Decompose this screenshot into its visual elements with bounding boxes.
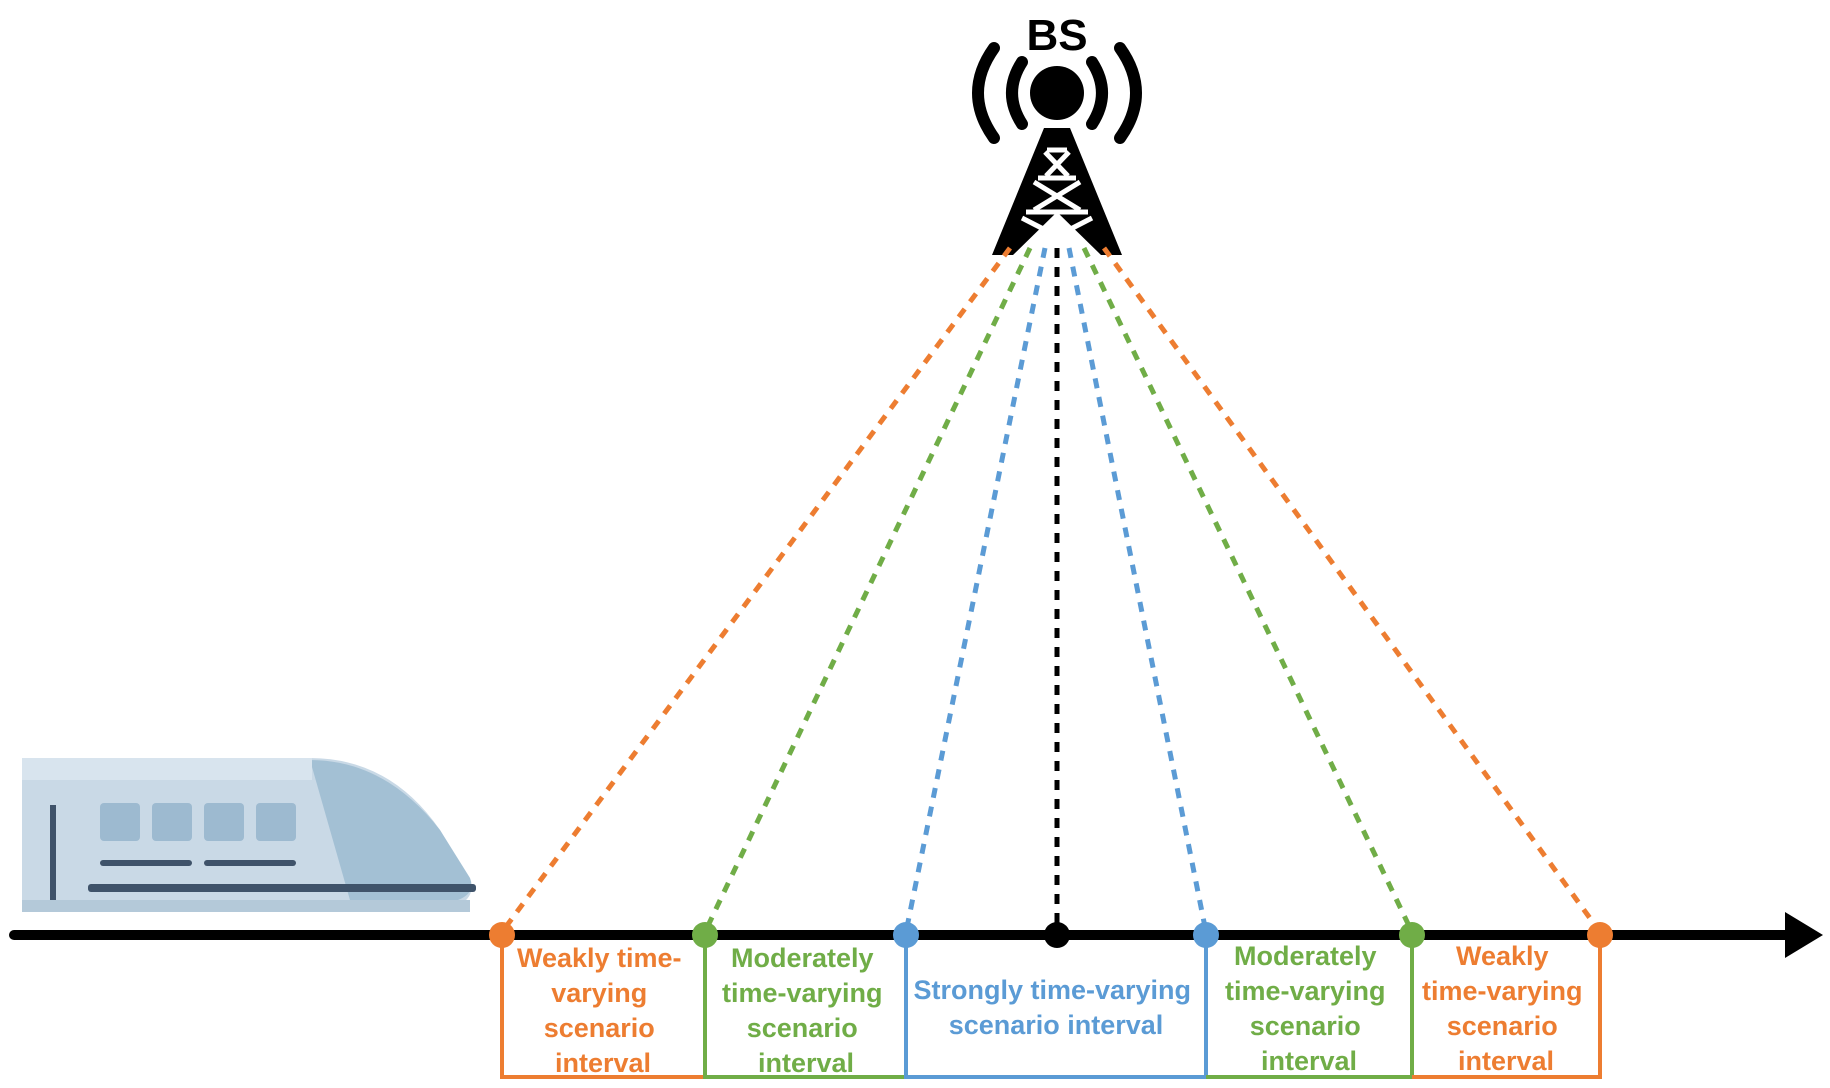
axis-arrowhead <box>1785 912 1823 958</box>
ray-moderate-left <box>702 246 1033 934</box>
signal-wave-inner-left <box>1006 56 1028 130</box>
train-window <box>152 803 192 841</box>
train-nose <box>310 760 472 900</box>
tower-antenna-dot <box>1030 66 1084 120</box>
train-stripe <box>100 860 192 866</box>
signal-wave-inner-right <box>1086 56 1108 130</box>
tower-body <box>992 128 1122 255</box>
ray-strong-left <box>903 247 1048 933</box>
point-moderate-left <box>692 922 718 948</box>
ray-strong-right <box>1066 247 1209 933</box>
point-strong-left <box>893 922 919 948</box>
train-stripe <box>204 860 296 866</box>
ray-moderate-right <box>1081 246 1415 934</box>
interval-label-strong: Strongly time-varying scenario interval <box>913 975 1198 1040</box>
bracket-weak-left <box>500 935 705 1079</box>
bracket-strong <box>904 935 1208 1079</box>
train-skirt <box>88 884 476 892</box>
train-window <box>100 803 140 841</box>
train-door <box>50 805 56 900</box>
interval-label-moderate-left: Moderately time-varying scenario interva… <box>722 943 890 1078</box>
interval-label-moderate-right: Moderately time-varying scenario interva… <box>1225 941 1393 1076</box>
bracket-weak-right <box>1412 935 1602 1079</box>
cell-tower-icon <box>972 42 1142 255</box>
train-window <box>204 803 244 841</box>
signal-rays <box>499 246 1603 934</box>
high-speed-train-icon <box>22 758 476 912</box>
interval-brackets <box>500 935 1602 1079</box>
point-strong-right <box>1193 922 1219 948</box>
point-moderate-right <box>1399 922 1425 948</box>
signal-wave-outer-right <box>1114 42 1142 144</box>
interval-labels: Weakly time- varying scenario interval M… <box>517 941 1590 1078</box>
interval-label-weak-left: Weakly time- varying scenario interval <box>517 943 689 1078</box>
ray-weak-right <box>1101 246 1603 934</box>
ray-weak-left <box>499 246 1013 934</box>
train-window <box>256 803 296 841</box>
train-underframe <box>22 900 470 912</box>
interval-label-weak-right: Weakly time-varying scenario interval <box>1422 941 1590 1076</box>
track-points <box>489 922 1613 948</box>
signal-wave-outer-left <box>972 42 1000 144</box>
point-center <box>1044 922 1070 948</box>
train-windows <box>100 803 296 841</box>
train-roof <box>22 758 312 780</box>
point-weak-right <box>1587 922 1613 948</box>
point-weak-left <box>489 922 515 948</box>
bs-label: BS <box>1026 11 1087 60</box>
bracket-moderate-left <box>703 935 906 1079</box>
